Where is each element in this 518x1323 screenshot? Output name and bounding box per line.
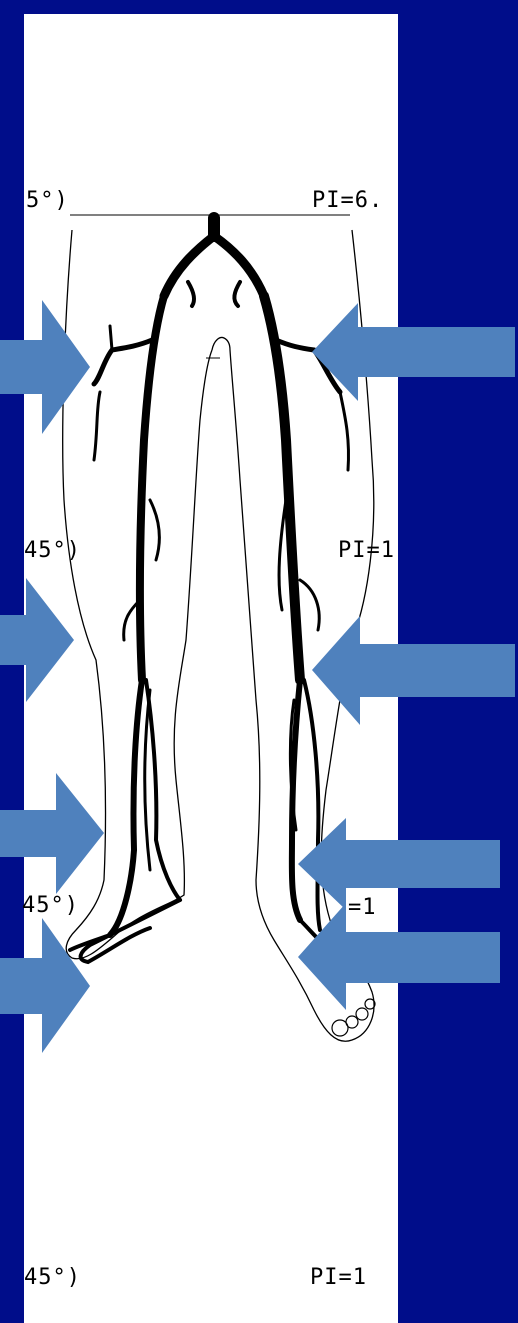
arrow-right-icon bbox=[0, 300, 90, 434]
arrow-right-icon bbox=[0, 918, 90, 1053]
arrow-left-icon bbox=[312, 616, 515, 725]
left-arrows bbox=[0, 300, 104, 1053]
arrow-left-icon bbox=[298, 903, 500, 1010]
arterial-tree bbox=[70, 218, 349, 962]
right-foot-toes bbox=[332, 999, 375, 1036]
arrow-right-icon bbox=[0, 773, 104, 894]
arrow-left-icon bbox=[312, 303, 515, 401]
arrow-right-icon bbox=[0, 578, 74, 702]
arrow-left-icon bbox=[298, 818, 500, 910]
right-arrows bbox=[298, 303, 515, 1010]
crotch-outline bbox=[212, 338, 230, 351]
